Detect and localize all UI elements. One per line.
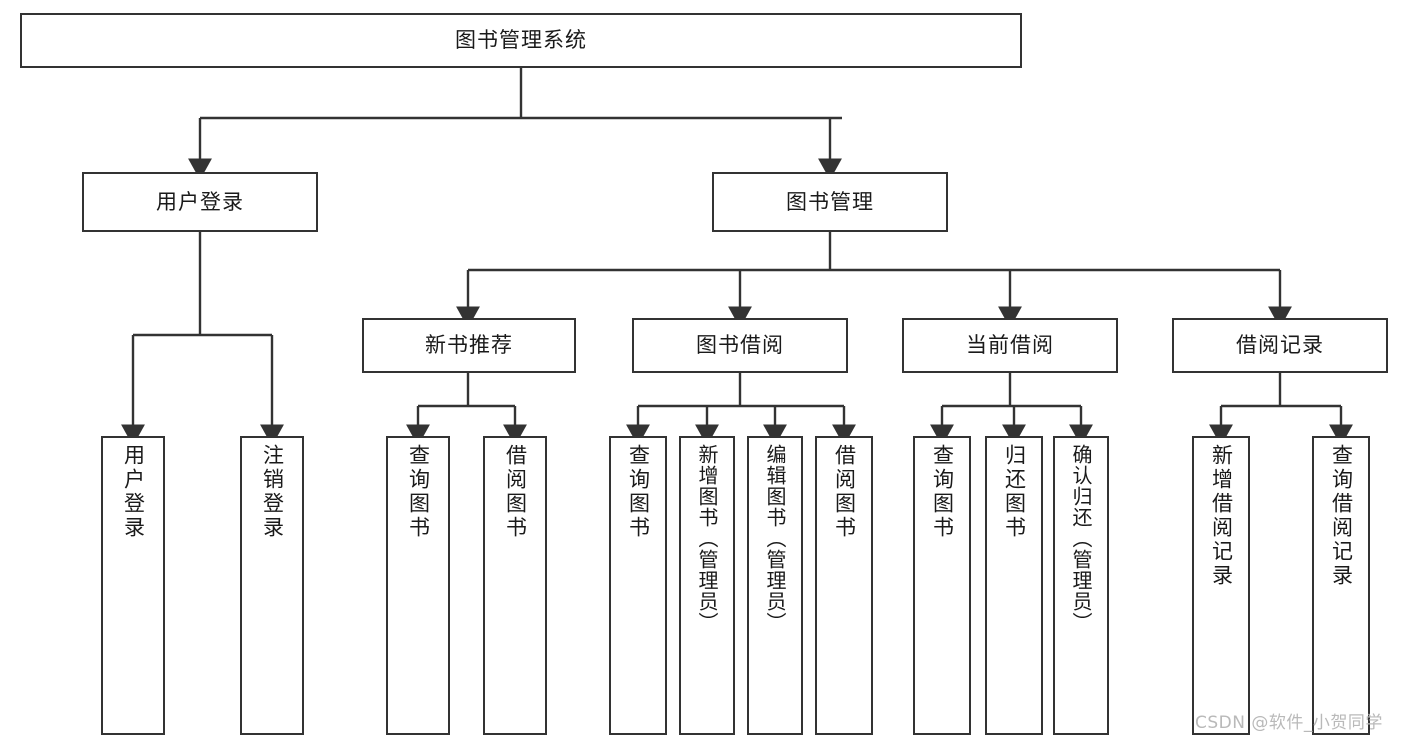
- leaf-borrow-book-2-label: 借阅图书: [832, 444, 857, 540]
- leaf-borrow-book-2[interactable]: 借阅图书: [815, 436, 873, 735]
- leaf-query-record-label: 查询借阅记录: [1329, 444, 1354, 588]
- node-root[interactable]: 图书管理系统: [20, 13, 1022, 68]
- node-book-manage[interactable]: 图书管理: [712, 172, 948, 232]
- leaf-return-book-label: 归还图书: [1002, 444, 1027, 540]
- leaf-query-book-1-label: 查询图书: [406, 444, 431, 540]
- node-new-book-rec[interactable]: 新书推荐: [362, 318, 576, 373]
- leaf-query-book-1[interactable]: 查询图书: [386, 436, 450, 735]
- leaf-edit-book-label: 编辑图书（管理员）: [763, 444, 787, 633]
- csdn-watermark: CSDN @软件_小贺同学: [1195, 713, 1383, 733]
- leaf-borrow-book-1-label: 借阅图书: [503, 444, 528, 540]
- node-current-borrow-label: 当前借阅: [966, 333, 1054, 358]
- node-book-borrow[interactable]: 图书借阅: [632, 318, 848, 373]
- leaf-add-record[interactable]: 新增借阅记录: [1192, 436, 1250, 735]
- leaf-confirm-return[interactable]: 确认归还（管理员）: [1053, 436, 1109, 735]
- node-book-manage-label: 图书管理: [786, 189, 874, 214]
- node-borrow-record[interactable]: 借阅记录: [1172, 318, 1388, 373]
- leaf-query-book-2[interactable]: 查询图书: [609, 436, 667, 735]
- leaf-user-login[interactable]: 用户登录: [101, 436, 165, 735]
- leaf-add-book[interactable]: 新增图书（管理员）: [679, 436, 735, 735]
- leaf-borrow-book-1[interactable]: 借阅图书: [483, 436, 547, 735]
- leaf-add-book-label: 新增图书（管理员）: [695, 444, 719, 633]
- leaf-query-book-3[interactable]: 查询图书: [913, 436, 971, 735]
- node-book-borrow-label: 图书借阅: [696, 333, 784, 358]
- leaf-logout[interactable]: 注销登录: [240, 436, 304, 735]
- node-current-borrow[interactable]: 当前借阅: [902, 318, 1118, 373]
- leaf-edit-book[interactable]: 编辑图书（管理员）: [747, 436, 803, 735]
- leaf-query-book-3-label: 查询图书: [930, 444, 955, 540]
- leaf-user-login-label: 用户登录: [121, 444, 146, 540]
- leaf-return-book[interactable]: 归还图书: [985, 436, 1043, 735]
- node-new-book-rec-label: 新书推荐: [425, 333, 513, 358]
- leaf-query-book-2-label: 查询图书: [626, 444, 651, 540]
- leaf-confirm-return-label: 确认归还（管理员）: [1069, 444, 1093, 633]
- leaf-logout-label: 注销登录: [260, 444, 285, 540]
- node-user-login-label: 用户登录: [156, 189, 244, 214]
- node-user-login[interactable]: 用户登录: [82, 172, 318, 232]
- leaf-query-record[interactable]: 查询借阅记录: [1312, 436, 1370, 735]
- node-root-label: 图书管理系统: [455, 28, 587, 53]
- leaf-add-record-label: 新增借阅记录: [1209, 444, 1234, 588]
- node-borrow-record-label: 借阅记录: [1236, 333, 1324, 358]
